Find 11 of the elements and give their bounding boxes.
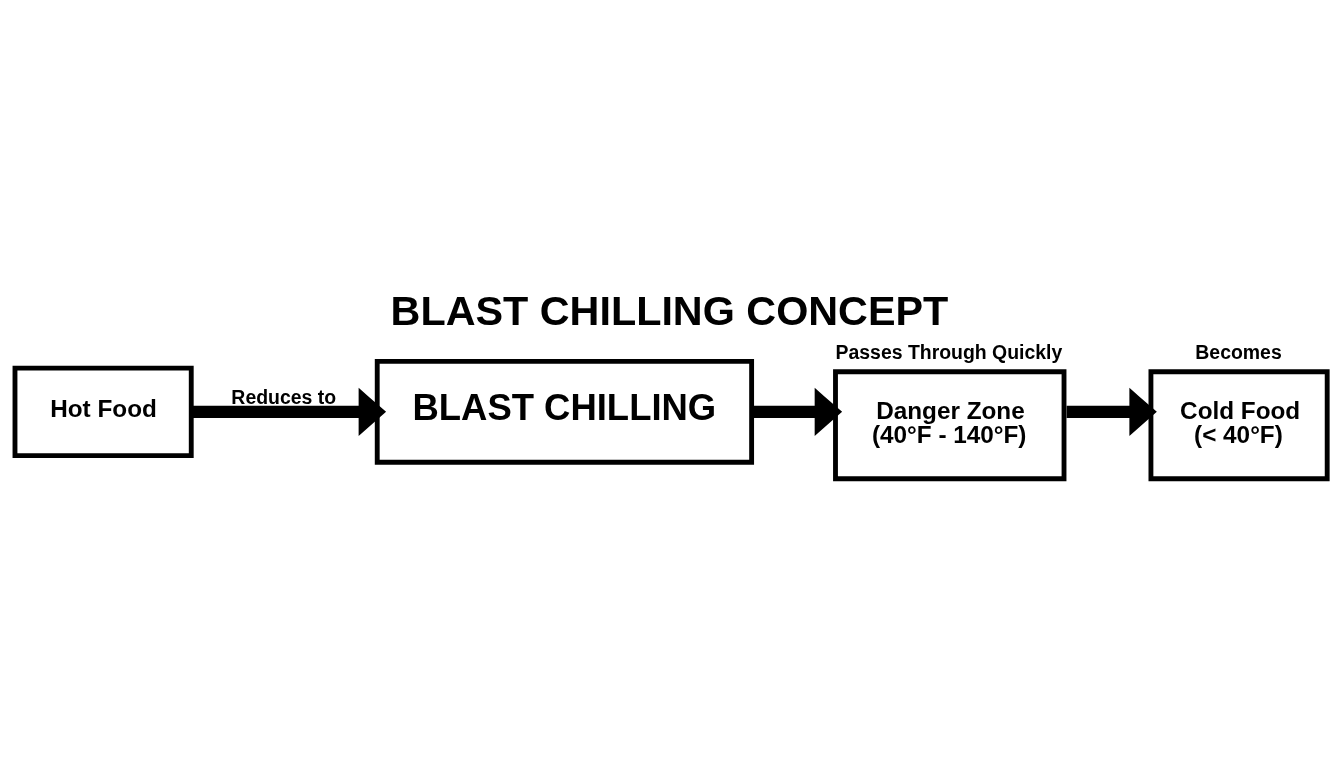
node-box: Cold Food (< 40°F) (1148, 368, 1330, 481)
node-label: Becomes (1195, 340, 1282, 363)
edge-label: Reduces to (231, 385, 337, 408)
node-box: Danger Zone (40°F - 140°F) (833, 368, 1067, 481)
node-box: BLAST CHILLING (374, 358, 755, 465)
node-label: Passes Through Quickly (835, 340, 1063, 363)
arrow (752, 387, 843, 436)
arrow (191, 387, 387, 436)
diagram-title: BLAST CHILLING CONCEPT (390, 287, 949, 334)
arrow (1066, 387, 1157, 436)
node-box: Hot Food (12, 365, 194, 458)
